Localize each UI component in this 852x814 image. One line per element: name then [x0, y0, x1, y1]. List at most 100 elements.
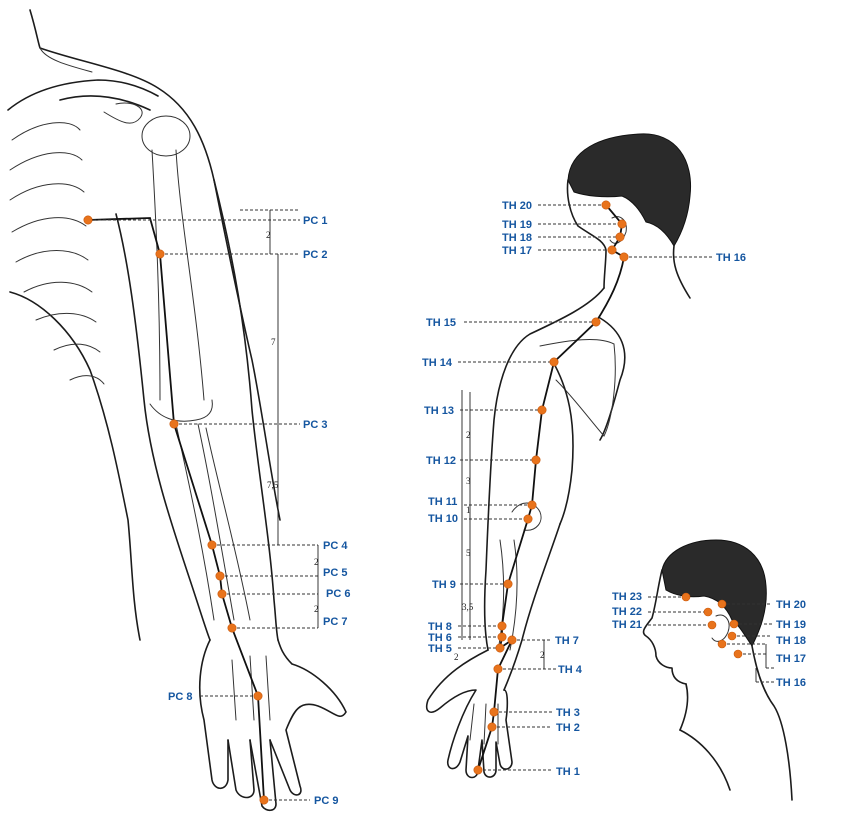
pc-labels: PC 1 PC 2 PC 3 PC 4 PC 5 PC 6 PC 7 PC 8 … [168, 215, 350, 807]
head-th23-point [681, 592, 691, 602]
head-th17-label: TH 17 [776, 653, 806, 665]
th9-point [503, 579, 513, 589]
th-measure-6: 2 [454, 652, 459, 662]
pc2-point [155, 249, 165, 259]
pc1-point [83, 215, 93, 225]
head-th22-label: TH 22 [612, 606, 642, 618]
left-arm-figure [7, 9, 347, 812]
pc-measure-5: 2 [314, 604, 319, 614]
th12-point [531, 455, 541, 465]
th10-label: TH 10 [428, 513, 458, 525]
pc3-label: PC 3 [303, 419, 327, 431]
pc7-label: PC 7 [323, 616, 347, 628]
th-measure-7: 2 [540, 650, 545, 660]
th8-point [497, 621, 507, 631]
th7-label: TH 7 [555, 635, 579, 647]
th14-point [549, 357, 559, 367]
th2-point [487, 722, 497, 732]
th19-label: TH 19 [502, 219, 532, 231]
th19-point [617, 219, 627, 229]
head-th18-point [727, 631, 737, 641]
th11-label: TH 11 [428, 496, 457, 508]
pc-measure-4: 2 [314, 557, 319, 567]
th-measure-4: 5 [466, 548, 471, 558]
th2-label: TH 2 [556, 722, 580, 734]
th16-label: TH 16 [716, 252, 746, 264]
th4-label: TH 4 [558, 664, 583, 676]
th15-point [591, 317, 601, 327]
pc-measure-3: 7,5 [267, 480, 279, 490]
head-th22-point [703, 607, 713, 617]
middle-arm-figure [425, 133, 692, 779]
th1-point [473, 765, 483, 775]
th17-point [607, 245, 617, 255]
head-th17-point [717, 639, 727, 649]
pc1-label: PC 1 [303, 215, 327, 227]
th3-point [489, 707, 499, 717]
pc8-label: PC 8 [168, 691, 192, 703]
th5-point [495, 643, 505, 653]
th9-label: TH 9 [432, 579, 456, 591]
th4-point [493, 664, 503, 674]
th1-label: TH 1 [556, 766, 580, 778]
th15-label: TH 15 [426, 317, 456, 329]
th-measure-3: 1 [466, 505, 471, 515]
pc-dots [83, 215, 269, 805]
pc9-point [259, 795, 269, 805]
th-measure-5: 3,5 [462, 602, 474, 612]
pc-leaders [88, 209, 319, 801]
th8-label: TH 8 [428, 621, 452, 633]
pc5-label: PC 5 [323, 567, 347, 579]
pc4-label: PC 4 [323, 540, 348, 552]
head-dots [681, 592, 743, 659]
head-th21-label: TH 21 [612, 619, 642, 631]
head-th21-point [707, 620, 717, 630]
th-measure-1: 2 [466, 430, 471, 440]
pc6-point [217, 589, 227, 599]
th6-point [497, 632, 507, 642]
th12-label: TH 12 [426, 455, 456, 467]
head-th16-point [733, 649, 743, 659]
pc3-point [169, 419, 179, 429]
head-th19-label: TH 19 [776, 619, 806, 631]
pc2-label: PC 2 [303, 249, 327, 261]
th13-point [537, 405, 547, 415]
head-th23-label: TH 23 [612, 591, 642, 603]
th16-point [619, 252, 629, 262]
th10-point [523, 514, 533, 524]
head-th16-label: TH 16 [776, 677, 806, 689]
th11-point [527, 500, 537, 510]
pc4-point [207, 540, 217, 550]
pc5-point [215, 571, 225, 581]
th13-label: TH 13 [424, 405, 454, 417]
th17-label: TH 17 [502, 245, 532, 257]
head-leaders [648, 596, 774, 683]
th14-label: TH 14 [422, 357, 453, 369]
th20-point [601, 200, 611, 210]
th-labels: TH 20 TH 19 TH 18 TH 17 TH 16 TH 15 TH 1… [422, 200, 746, 778]
head-th18-label: TH 18 [776, 635, 806, 647]
pc7-point [227, 623, 237, 633]
th20-label: TH 20 [502, 200, 532, 212]
th6-label: TH 6 [428, 632, 452, 644]
head-labels: TH 23 TH 22 TH 21 TH 20 TH 19 TH 18 TH 1… [612, 591, 806, 689]
th3-label: TH 3 [556, 707, 580, 719]
pc-measure-1: 2 [266, 230, 271, 240]
pc6-label: PC 6 [326, 588, 350, 600]
th5-label: TH 5 [428, 643, 452, 655]
th18-label: TH 18 [502, 232, 532, 244]
th-measure-2: 3 [466, 476, 471, 486]
pc-meridian [87, 217, 265, 801]
head-th19-point [729, 619, 739, 629]
pc8-point [253, 691, 263, 701]
head-th20-label: TH 20 [776, 599, 806, 611]
th-leaders [458, 204, 712, 771]
right-head-figure [642, 539, 793, 801]
pc-measure-2: 7 [271, 337, 276, 347]
th-dots [473, 200, 629, 775]
head-th20-point [717, 599, 727, 609]
th18-point [615, 232, 625, 242]
th7-point [507, 635, 517, 645]
pc9-label: PC 9 [314, 795, 338, 807]
